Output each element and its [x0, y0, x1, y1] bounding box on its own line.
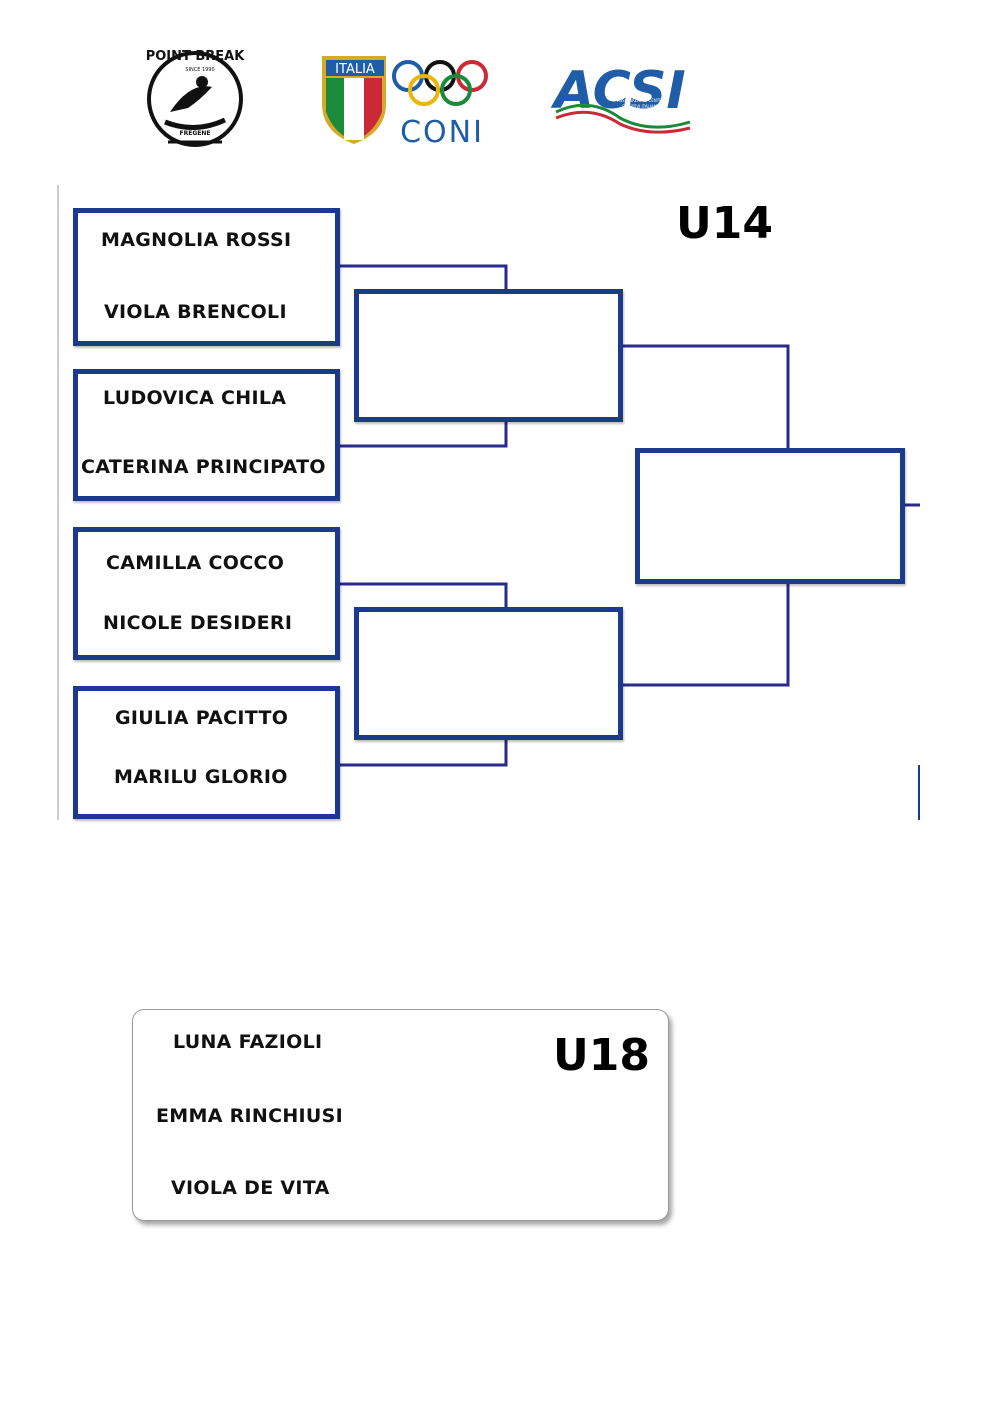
athlete-name: CAMILLA COCCO [106, 552, 285, 574]
u14-heat-1 [73, 208, 340, 346]
bracket-left-rule [57, 185, 59, 820]
u14-final [635, 448, 905, 584]
athlete-name: LUDOVICA CHILA [103, 387, 287, 409]
pointbreak-bottom-text: FREGENE [180, 130, 211, 137]
athlete-name: NICOLE DESIDERI [103, 612, 293, 634]
athlete-name: EMMA RINCHIUSI [156, 1105, 344, 1127]
athlete-name: GIULIA PACITTO [115, 707, 289, 729]
u14-heading: U14 [676, 198, 773, 249]
acsi-logo: ACSI ASSOCIAZIONE CENTRI SPORTIVI ITALIA… [550, 61, 695, 137]
u18-card [132, 1009, 669, 1221]
pointbreak-top-text: POINT BREAK [146, 49, 246, 64]
athlete-name: VIOLA DE VITA [171, 1177, 330, 1199]
athlete-name: MARILU GLORIO [114, 766, 288, 788]
pointbreak-since-text: SINCE 1990 [185, 67, 214, 73]
u14-heat-4 [73, 686, 340, 819]
u14-heat-2 [73, 369, 340, 501]
athlete-name: CATERINA PRINCIPATO [81, 456, 326, 478]
coni-logo: ITALIA CONI [320, 52, 510, 150]
u14-heat-3 [73, 527, 340, 660]
athlete-name: MAGNOLIA ROSSI [101, 229, 292, 251]
athlete-name: LUNA FAZIOLI [173, 1031, 323, 1053]
u14-semifinal-1 [354, 289, 623, 422]
coni-flag-label: ITALIA [335, 62, 375, 77]
acsi-subtitle-1: ASSOCIAZIONE CENTRI [617, 98, 663, 103]
u18-heading: U18 [553, 1030, 650, 1081]
u14-semifinal-2 [354, 607, 623, 740]
bracket-right-rule [918, 765, 920, 820]
bracket-connectors [338, 264, 920, 767]
acsi-subtitle-2: SPORTIVI ITALIANI [622, 104, 658, 109]
coni-name: CONI [400, 115, 484, 147]
athlete-name: VIOLA BRENCOLI [104, 301, 287, 323]
pointbreak-logo: POINT BREAK SINCE 1990 FREGENE [140, 42, 250, 152]
acsi-name: ACSI [550, 62, 686, 121]
